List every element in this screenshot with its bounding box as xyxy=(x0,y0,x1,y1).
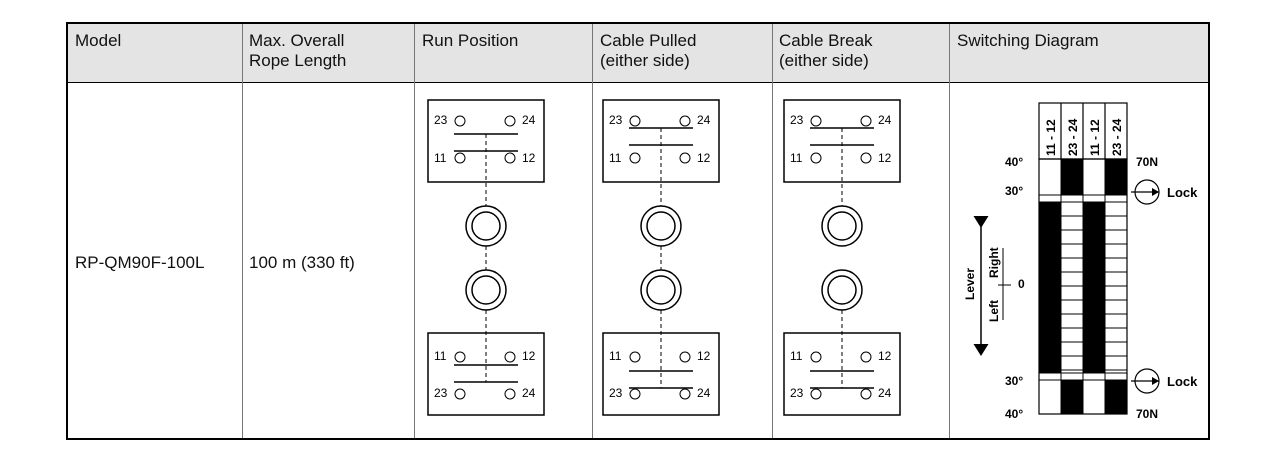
svg-text:23: 23 xyxy=(434,386,448,400)
svg-text:30°: 30° xyxy=(1005,374,1023,388)
header-rope-length: Max. Overall Rope Length xyxy=(249,31,347,70)
cable-pulled-diagram: 23 24 11 12 11 12 23 24 xyxy=(602,99,720,416)
header-switching-diagram: Switching Diagram xyxy=(957,31,1099,50)
svg-text:11: 11 xyxy=(790,349,803,363)
column-divider xyxy=(592,24,593,438)
col-label-23-24: 23 - 24 xyxy=(1110,118,1124,156)
svg-text:24: 24 xyxy=(878,386,892,400)
column-divider xyxy=(414,24,415,438)
lock-top-label: Lock xyxy=(1167,185,1198,200)
header-cable-break: Cable Break (either side) xyxy=(779,31,873,70)
col-label-11-12: 11 - 12 xyxy=(1044,119,1058,156)
svg-text:24: 24 xyxy=(878,113,892,127)
svg-text:24: 24 xyxy=(522,386,536,400)
svg-text:11: 11 xyxy=(790,151,803,165)
svg-text:12: 12 xyxy=(878,151,892,165)
svg-text:23: 23 xyxy=(790,113,804,127)
svg-text:23: 23 xyxy=(609,113,623,127)
header-model: Model xyxy=(75,31,122,50)
svg-text:70N: 70N xyxy=(1136,407,1158,421)
col-label-11-12: 11 - 12 xyxy=(1088,119,1102,156)
col-label-23-24: 23 - 24 xyxy=(1066,118,1080,156)
cable-break-diagram: 23 24 11 12 11 12 23 24 xyxy=(783,99,901,416)
svg-text:12: 12 xyxy=(522,151,536,165)
svg-text:0: 0 xyxy=(1018,277,1025,291)
svg-text:70N: 70N xyxy=(1136,155,1158,169)
svg-text:Lever: Lever xyxy=(963,268,977,300)
svg-text:12: 12 xyxy=(878,349,892,363)
rope-length-cell: 100 m (330 ft) xyxy=(249,253,355,272)
model-cell: RP-QM90F-100L xyxy=(75,253,205,272)
svg-text:24: 24 xyxy=(697,386,711,400)
header-cable-pulled: Cable Pulled (either side) xyxy=(600,31,697,70)
svg-text:12: 12 xyxy=(522,349,536,363)
svg-text:11: 11 xyxy=(609,151,622,165)
svg-text:40°: 40° xyxy=(1005,155,1023,169)
svg-text:23: 23 xyxy=(609,386,623,400)
svg-text:11: 11 xyxy=(434,349,447,363)
svg-text:12: 12 xyxy=(697,151,711,165)
svg-text:11: 11 xyxy=(434,151,447,165)
column-divider xyxy=(242,24,243,438)
svg-text:40°: 40° xyxy=(1005,407,1023,421)
svg-text:Right: Right xyxy=(987,247,1001,278)
svg-text:12: 12 xyxy=(697,349,711,363)
header-row xyxy=(68,24,1208,83)
column-divider xyxy=(949,24,950,438)
svg-text:23: 23 xyxy=(434,113,448,127)
header-run-position: Run Position xyxy=(422,31,519,50)
svg-text:23: 23 xyxy=(790,386,804,400)
run-position-diagram: 23 24 11 12 11 12 23 24 xyxy=(427,99,545,416)
svg-text:24: 24 xyxy=(697,113,711,127)
svg-text:Left: Left xyxy=(987,300,1001,322)
column-divider xyxy=(772,24,773,438)
svg-text:30°: 30° xyxy=(1005,184,1023,198)
switching-diagram: 11 - 12 23 - 24 11 - 12 23 - 24 40° 30° … xyxy=(963,102,1198,421)
lock-bottom-label: Lock xyxy=(1167,374,1198,389)
spec-table: Model Max. Overall Rope Length Run Posit… xyxy=(66,22,1210,440)
svg-text:24: 24 xyxy=(522,113,536,127)
svg-text:11: 11 xyxy=(609,349,622,363)
